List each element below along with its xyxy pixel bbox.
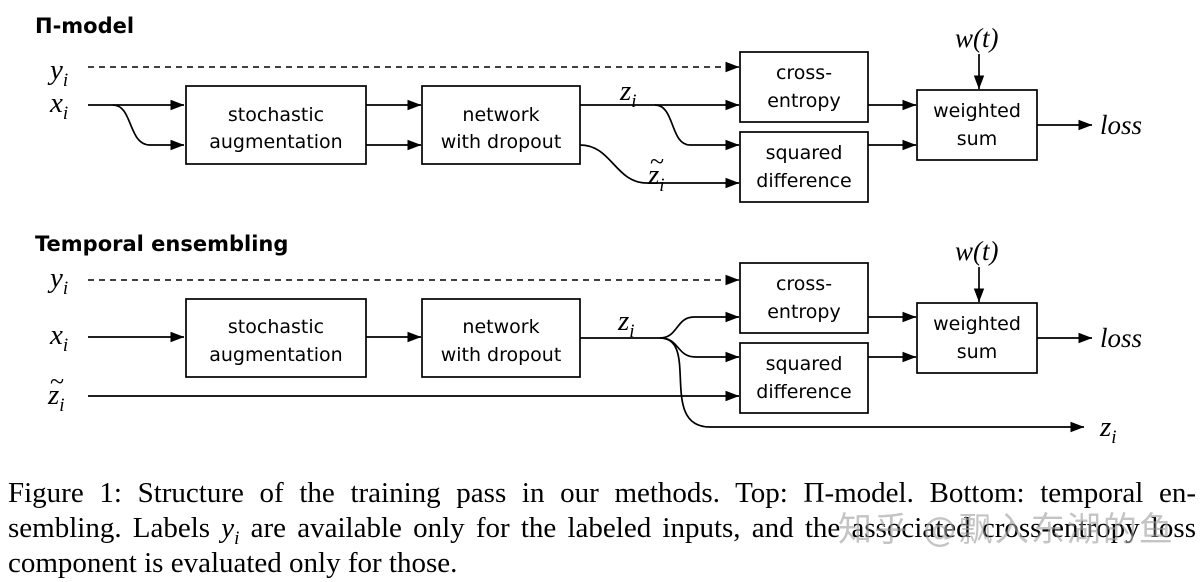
arrow-ztilde-to-squared-difference xyxy=(579,144,740,189)
label-z-tilde-i: zi xyxy=(647,159,665,196)
temporal-ensembling-diagram: Temporal ensembling yi xi ~ zi zi w(t) l… xyxy=(35,232,1142,448)
label-x-i: xi xyxy=(49,87,68,124)
cross-entropy-box: cross- entropy xyxy=(739,51,869,123)
box-text: network xyxy=(462,316,539,338)
box-text: entropy xyxy=(767,90,841,112)
caption-line-1: Figure 1: Structure of the training pass… xyxy=(8,477,1196,509)
arrow-zi-to-squared-difference xyxy=(659,337,740,363)
arrow-xi-to-augmentation-bottom xyxy=(112,104,185,151)
label-z-tilde-accent: ~ xyxy=(50,367,64,396)
box-text: stochastic xyxy=(228,316,324,338)
arrow-zi-branch-to-squared-difference xyxy=(654,104,740,151)
box-text: with dropout xyxy=(441,344,562,366)
stochastic-augmentation-box: stochastic augmentation xyxy=(185,85,367,165)
box-text: sum xyxy=(957,341,997,363)
caption-math-y: y xyxy=(221,512,235,544)
caption-line-3: component is evaluated only for those. xyxy=(8,547,458,579)
box-text: sum xyxy=(957,128,997,150)
label-y-i: yi xyxy=(47,54,68,91)
temporal-ensembling-title: Temporal ensembling xyxy=(35,232,288,256)
box-text: network xyxy=(462,104,539,126)
arrow-zi-to-cross-entropy xyxy=(659,311,740,339)
caption-text: sembling. Labels xyxy=(8,512,222,544)
stochastic-augmentation-box: stochastic augmentation xyxy=(185,298,367,378)
cross-entropy-box: cross- entropy xyxy=(739,262,869,334)
box-text: entropy xyxy=(767,301,841,323)
box-text: difference xyxy=(756,170,851,192)
label-z-tilde-i: zi xyxy=(47,379,65,416)
label-w-t: w(t) xyxy=(955,23,999,53)
network-with-dropout-box: network with dropout xyxy=(421,85,581,165)
box-text: squared xyxy=(766,353,843,375)
label-w-t: w(t) xyxy=(955,236,999,266)
box-text: augmentation xyxy=(209,344,342,366)
label-x-i: xi xyxy=(49,319,68,356)
box-text: squared xyxy=(766,142,843,164)
box-text: weighted xyxy=(933,313,1021,335)
label-loss: loss xyxy=(1100,323,1142,353)
box-text: difference xyxy=(756,381,851,403)
box-text: cross- xyxy=(776,273,832,295)
box-text: augmentation xyxy=(209,131,342,153)
label-z-tilde-accent: ~ xyxy=(650,147,664,176)
caption-text: are available only for the labeled input… xyxy=(239,512,1196,544)
box-text: stochastic xyxy=(228,104,324,126)
pi-model-diagram: Π-model yi xi zi ~ zi w(t) loss stochast… xyxy=(35,14,1142,203)
label-loss: loss xyxy=(1100,110,1142,140)
network-with-dropout-box: network with dropout xyxy=(421,298,581,378)
caption-line-2: sembling. Labels yi are available only f… xyxy=(8,511,1196,549)
box-text: weighted xyxy=(933,100,1021,122)
label-z-i-output: zi xyxy=(1099,411,1117,448)
figure-caption: Figure 1: Structure of the training pass… xyxy=(8,476,1196,581)
squared-difference-box: squared difference xyxy=(739,131,869,203)
box-text: cross- xyxy=(776,62,832,84)
squared-difference-box: squared difference xyxy=(739,342,869,414)
weighted-sum-box: weighted sum xyxy=(916,89,1038,161)
label-z-i: zi xyxy=(617,305,635,342)
label-z-i: zi xyxy=(619,75,637,112)
zhihu-watermark: 知乎 @飘入东湖的鱼 xyxy=(838,510,1175,550)
arrow-zi-to-output xyxy=(659,337,1085,433)
pi-model-title: Π-model xyxy=(35,14,134,38)
caption-math-sub: i xyxy=(234,527,240,549)
box-text: with dropout xyxy=(441,131,562,153)
label-y-i: yi xyxy=(47,262,68,299)
weighted-sum-box: weighted sum xyxy=(916,302,1038,374)
